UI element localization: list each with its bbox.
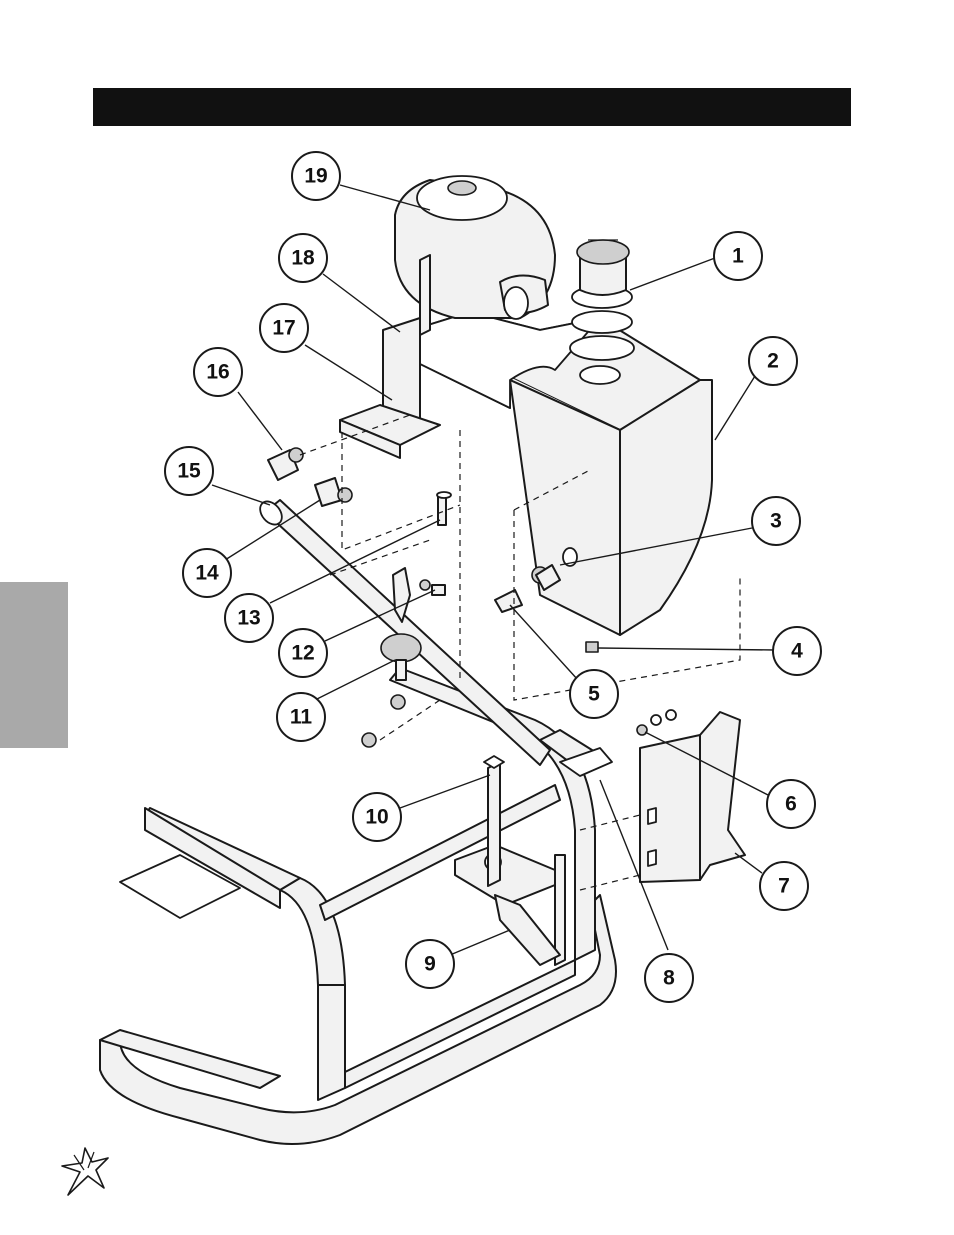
callout-17: 17 <box>260 304 308 352</box>
callout-2: 2 <box>749 337 797 385</box>
callout-8: 8 <box>645 954 693 1002</box>
svg-text:12: 12 <box>291 642 314 665</box>
callout-13: 13 <box>225 594 273 642</box>
svg-text:15: 15 <box>177 460 201 483</box>
svg-text:13: 13 <box>237 607 260 630</box>
callout-1: 1 <box>714 232 762 280</box>
svg-text:9: 9 <box>424 953 436 976</box>
callout-16: 16 <box>194 348 242 396</box>
callout-11: 11 <box>277 693 325 741</box>
svg-text:16: 16 <box>206 361 229 384</box>
callout-12: 12 <box>279 629 327 677</box>
svg-text:14: 14 <box>195 562 219 585</box>
svg-text:10: 10 <box>365 806 388 829</box>
svg-text:11: 11 <box>290 706 313 729</box>
svg-text:2: 2 <box>767 350 779 373</box>
callout-6: 6 <box>767 780 815 828</box>
callout-10: 10 <box>353 793 401 841</box>
callout-5: 5 <box>570 670 618 718</box>
callout-18: 18 <box>279 234 327 282</box>
svg-text:5: 5 <box>588 683 600 706</box>
callout-4: 4 <box>773 627 821 675</box>
callout-15: 15 <box>165 447 213 495</box>
svg-text:7: 7 <box>778 875 790 898</box>
callout-9: 9 <box>406 940 454 988</box>
fuel-tank <box>412 312 712 635</box>
svg-text:17: 17 <box>272 317 295 340</box>
svg-text:3: 3 <box>770 510 782 533</box>
svg-text:4: 4 <box>791 640 803 663</box>
fuel-cap-assembly <box>570 240 634 360</box>
svg-text:1: 1 <box>732 245 744 268</box>
svg-text:6: 6 <box>785 793 797 816</box>
callout-3: 3 <box>752 497 800 545</box>
callout-7: 7 <box>760 862 808 910</box>
star-burst-logo-icon <box>62 1148 108 1195</box>
callout-14: 14 <box>183 549 231 597</box>
svg-text:18: 18 <box>291 247 315 270</box>
callout-19: 19 <box>292 152 340 200</box>
svg-text:8: 8 <box>663 967 675 990</box>
svg-text:19: 19 <box>304 165 327 188</box>
